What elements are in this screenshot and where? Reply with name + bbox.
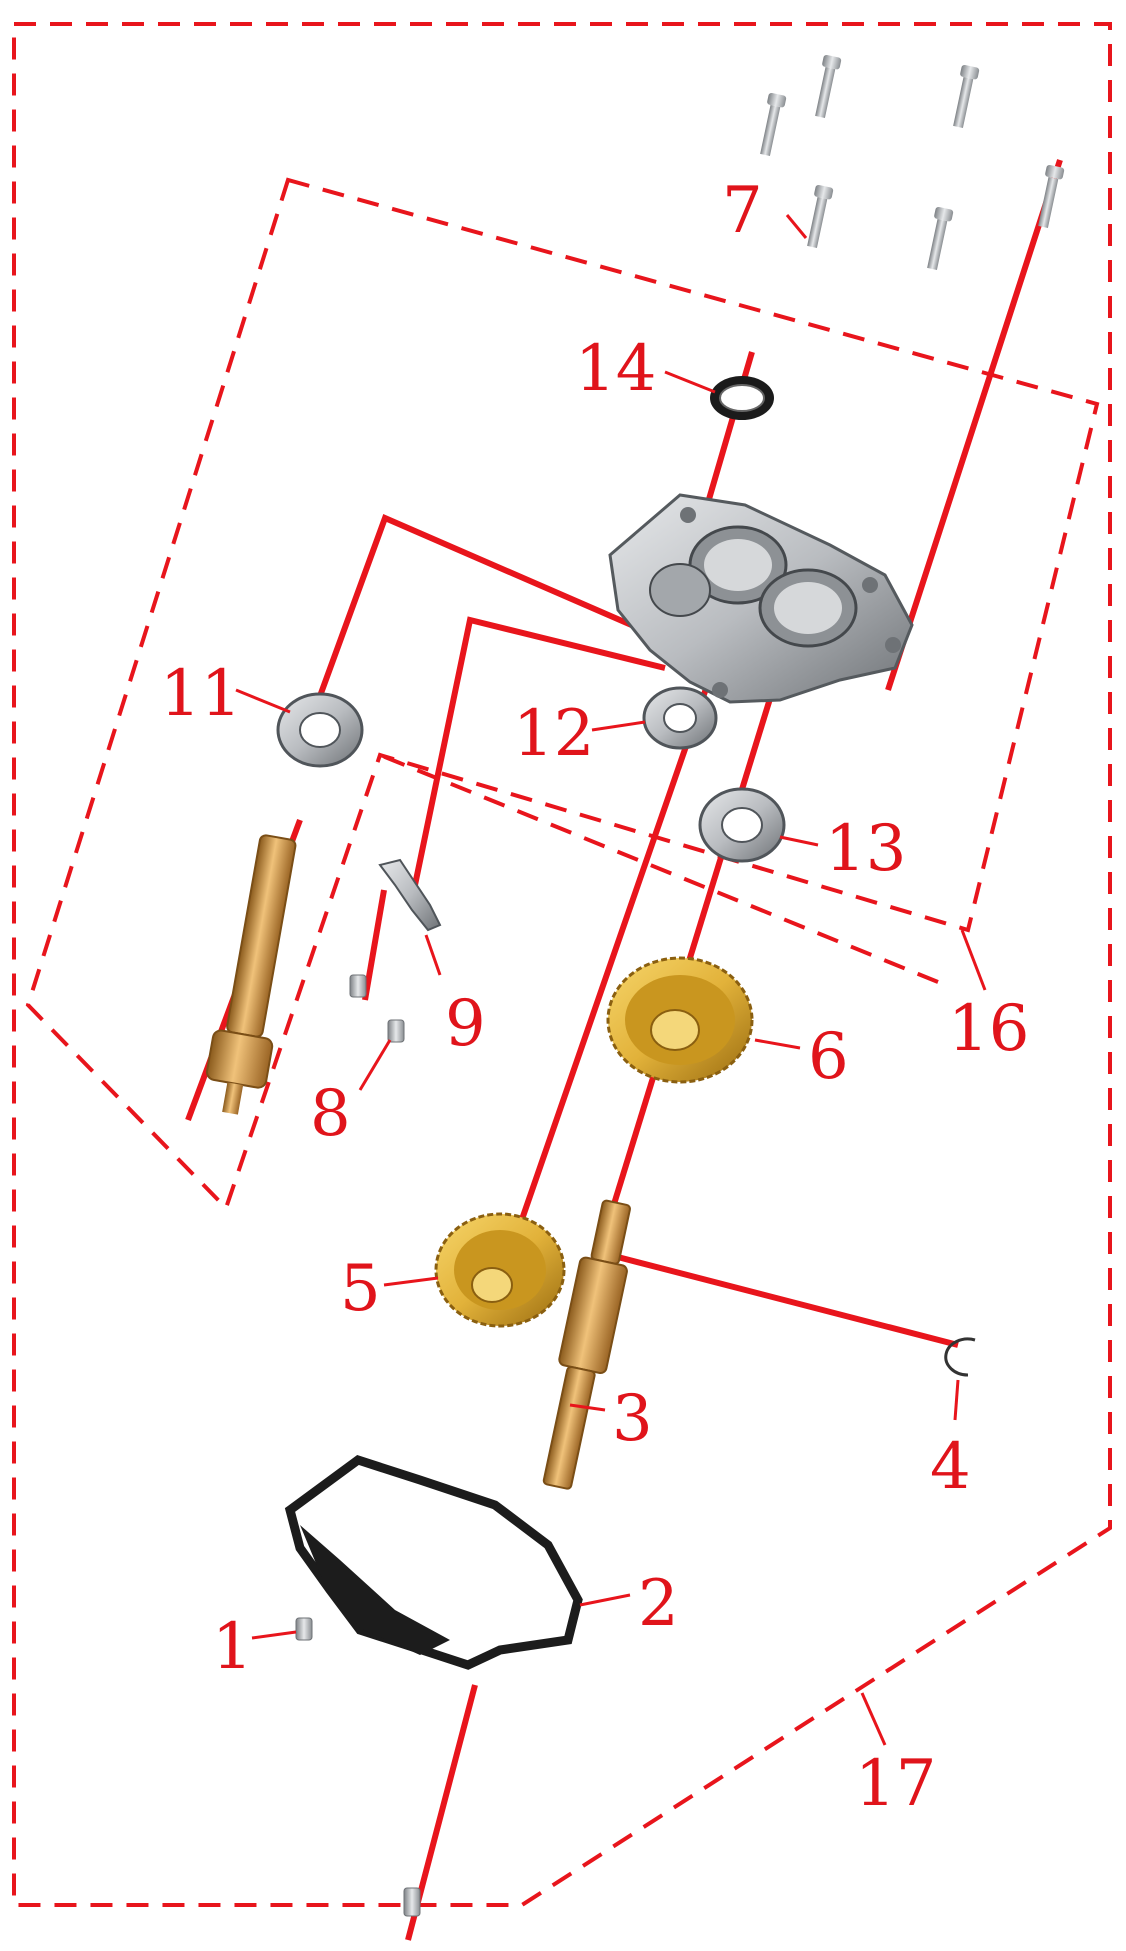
pin-icon — [349, 974, 405, 1043]
bearing-11-icon — [276, 692, 364, 768]
bolt-icon — [760, 92, 787, 156]
bolt-icon — [807, 184, 834, 248]
gear-5-icon — [434, 1212, 566, 1328]
bearing-12-icon — [642, 686, 718, 750]
boundary-16 — [25, 177, 1100, 1212]
bearing-13-icon — [698, 787, 786, 863]
bolt-group — [760, 54, 1065, 270]
boundary-17 — [12, 22, 1112, 1907]
circlip-icon — [944, 1337, 976, 1377]
input-shaft-icon — [205, 834, 297, 1115]
callout-14: 14 — [575, 332, 656, 406]
output-shaft-icon — [542, 1199, 631, 1490]
bolt-icon — [1038, 164, 1065, 228]
gear-6-icon — [606, 956, 754, 1084]
callout-4: 4 — [930, 1430, 971, 1504]
bolt-icon — [927, 206, 954, 270]
callout-5: 5 — [340, 1252, 381, 1326]
oil-seal-icon — [710, 376, 774, 420]
gearbox-housing-icon — [608, 493, 914, 704]
callout-2: 2 — [638, 1567, 679, 1641]
callout-13: 13 — [825, 812, 906, 886]
boundary-16-tick — [960, 929, 987, 991]
boundary-16-inner — [379, 753, 939, 984]
callout-16: 16 — [948, 992, 1029, 1066]
boundary-17-tick — [860, 1692, 887, 1746]
callout-leaders — [235, 214, 960, 1640]
dowel-pin-icon — [295, 1617, 313, 1641]
callout-9: 9 — [445, 987, 486, 1061]
callout-8: 8 — [310, 1077, 351, 1151]
callout-1: 1 — [212, 1610, 253, 1684]
bolt-icon — [953, 64, 980, 128]
bolt-icon — [815, 54, 842, 118]
callout-7: 7 — [722, 174, 763, 248]
bracket-icon — [378, 858, 442, 932]
callout-6: 6 — [808, 1020, 849, 1094]
callout-12: 12 — [513, 697, 594, 771]
callout-11: 11 — [160, 657, 241, 731]
callout-3: 3 — [612, 1382, 653, 1456]
gasket-fill — [300, 1525, 450, 1655]
stud-icon — [403, 1887, 421, 1917]
callout-17: 17 — [855, 1747, 936, 1821]
